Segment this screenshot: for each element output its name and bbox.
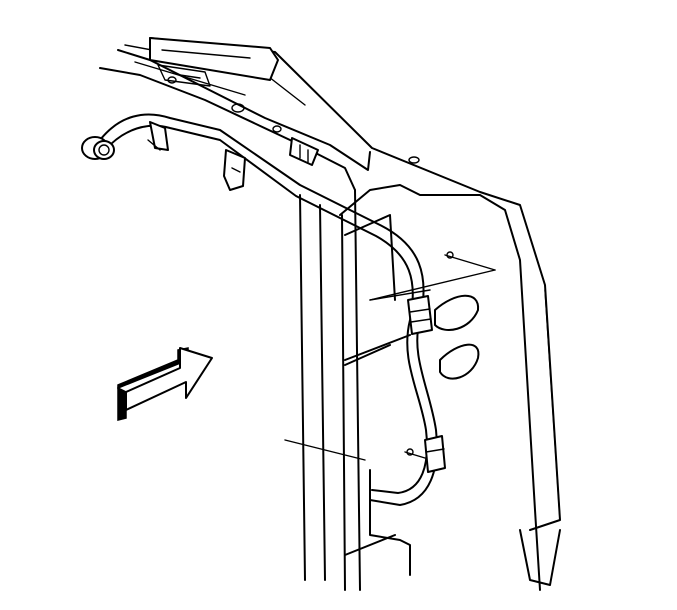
harness-clips	[147, 121, 446, 473]
wiring-harness	[81, 113, 438, 506]
leader-lines	[284, 251, 496, 461]
view-direction-arrow-icon	[117, 347, 213, 421]
body-pillar	[299, 184, 561, 591]
roof-rail	[99, 37, 561, 531]
